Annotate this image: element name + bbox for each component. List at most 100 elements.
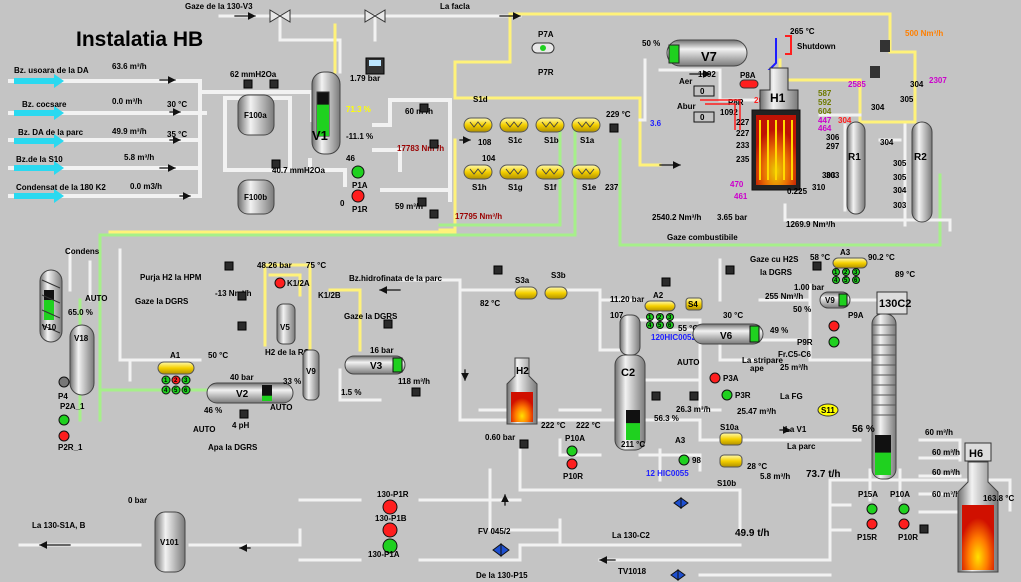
p3r-pump-icon[interactable] (721, 389, 733, 401)
tv-valve-icon[interactable] (670, 569, 686, 581)
exchanger-s1e[interactable] (571, 164, 601, 180)
aer-setpoint-box[interactable] (693, 85, 715, 97)
instrument-h2-2[interactable] (429, 209, 439, 219)
s4-exchanger[interactable] (685, 297, 703, 311)
p15a-pump-icon[interactable] (866, 503, 878, 515)
f100b-vessel[interactable] (237, 179, 275, 215)
fv-valve-icon[interactable] (492, 543, 510, 557)
instrument-f100a-2[interactable] (269, 79, 279, 89)
a2-button-5[interactable] (656, 321, 664, 329)
instrument-h6[interactable] (919, 524, 929, 534)
v7-vessel[interactable] (666, 39, 748, 67)
instrument-229[interactable] (609, 123, 619, 133)
p10r-pump-icon[interactable] (898, 518, 910, 530)
p8a-pump-icon[interactable] (739, 79, 759, 89)
instrument-f100b[interactable] (271, 159, 281, 169)
a1-button-3[interactable] (181, 375, 191, 385)
instrument-a2[interactable] (661, 277, 671, 287)
p1a-pump-icon[interactable] (351, 165, 365, 179)
f100a-vessel[interactable] (237, 94, 275, 136)
p1r-pump-icon[interactable] (351, 189, 365, 203)
a1-button-2[interactable] (171, 375, 181, 385)
a1-button-1[interactable] (161, 375, 171, 385)
a2-exchanger[interactable] (644, 300, 676, 312)
control-valve-icon[interactable] (673, 497, 689, 509)
a2-button-1[interactable] (646, 313, 654, 321)
instrument-a3[interactable] (812, 261, 822, 271)
a1-button-4[interactable] (161, 385, 171, 395)
exchanger-s1c[interactable] (499, 117, 529, 133)
v18-vessel[interactable] (69, 324, 95, 396)
exchanger-s1f[interactable] (535, 164, 565, 180)
s11-exchanger[interactable] (817, 403, 839, 417)
k1-2a-compressor-icon[interactable] (274, 277, 286, 289)
a3-fan-icon[interactable] (678, 454, 690, 466)
c2-top-vessel[interactable] (619, 314, 641, 356)
s3a-exchanger[interactable] (514, 286, 538, 300)
a1-button-6[interactable] (181, 385, 191, 395)
p2r-pump-icon[interactable] (58, 430, 70, 442)
v2-vessel[interactable] (206, 382, 294, 404)
r-instrument-1[interactable] (870, 66, 880, 78)
v101-vessel[interactable] (154, 511, 186, 573)
exchanger-s1b[interactable] (535, 117, 565, 133)
abur-setpoint-box[interactable] (693, 111, 715, 123)
instrument-flow-59[interactable] (417, 197, 427, 207)
instrument-c2[interactable] (651, 391, 661, 401)
exchanger-s1d[interactable] (463, 117, 493, 133)
v6-vessel[interactable] (692, 323, 764, 345)
a3-button-3[interactable] (852, 268, 860, 276)
instrument-v6[interactable] (689, 391, 699, 401)
p1b-130-pump-icon[interactable] (382, 522, 398, 538)
p10a-pump-icon[interactable] (898, 503, 910, 515)
s10a-exchanger[interactable] (719, 432, 743, 446)
a3-button-6[interactable] (852, 276, 860, 284)
exchanger-s1g[interactable] (499, 164, 529, 180)
instrument-v2[interactable] (239, 409, 249, 419)
p9r-pump-icon[interactable] (828, 336, 840, 348)
instrument-h2-1[interactable] (429, 139, 439, 149)
p1a-130-pump-icon[interactable] (382, 538, 398, 554)
p10a-h2-pump-icon[interactable] (566, 445, 578, 457)
instrument-h2-heater[interactable] (519, 439, 529, 449)
p3a-pump-icon[interactable] (709, 372, 721, 384)
instrument-s3[interactable] (493, 265, 503, 275)
s3b-exchanger[interactable] (544, 286, 568, 300)
exchanger-s1h[interactable] (463, 164, 493, 180)
a1-button-5[interactable] (171, 385, 181, 395)
a2-button-6[interactable] (666, 321, 674, 329)
instrument-flow-60[interactable] (419, 103, 429, 113)
a3-button-5[interactable] (842, 276, 850, 284)
a1-exchanger[interactable] (157, 361, 195, 375)
a2-button-2[interactable] (656, 313, 664, 321)
r2-vessel[interactable] (911, 121, 933, 223)
a3-exchanger[interactable] (832, 257, 868, 269)
r-instrument-2[interactable] (880, 40, 890, 52)
r1-vessel[interactable] (846, 121, 866, 215)
p1r-130-pump-icon[interactable] (382, 499, 398, 515)
a3-button-4[interactable] (832, 276, 840, 284)
v3-vessel[interactable] (344, 355, 406, 375)
instrument-f100a[interactable] (243, 79, 253, 89)
p2a-pump-icon[interactable] (58, 414, 70, 426)
v5-vessel[interactable] (276, 303, 296, 345)
p10r-h2-pump-icon[interactable] (566, 458, 578, 470)
a2-button-3[interactable] (666, 313, 674, 321)
gas-valve-2[interactable] (364, 9, 386, 23)
instrument-v3-1[interactable] (383, 319, 393, 329)
gas-valve-1[interactable] (269, 9, 291, 23)
p15r-pump-icon[interactable] (866, 518, 878, 530)
p9a-pump-icon[interactable] (828, 320, 840, 332)
a2-button-4[interactable] (646, 321, 654, 329)
instrument-h2s[interactable] (725, 265, 735, 275)
instrument-hpm-1[interactable] (224, 261, 234, 271)
v9-hpm-vessel[interactable] (302, 349, 320, 401)
p4-pump-icon[interactable] (58, 376, 70, 388)
instrument-v3-2[interactable] (411, 387, 421, 397)
a3-button-1[interactable] (832, 268, 840, 276)
exchanger-s1a[interactable] (571, 117, 601, 133)
s10b-exchanger[interactable] (719, 454, 743, 468)
a3-button-2[interactable] (842, 268, 850, 276)
instrument-hpm-2[interactable] (237, 291, 247, 301)
instrument-hpm-3[interactable] (237, 321, 247, 331)
